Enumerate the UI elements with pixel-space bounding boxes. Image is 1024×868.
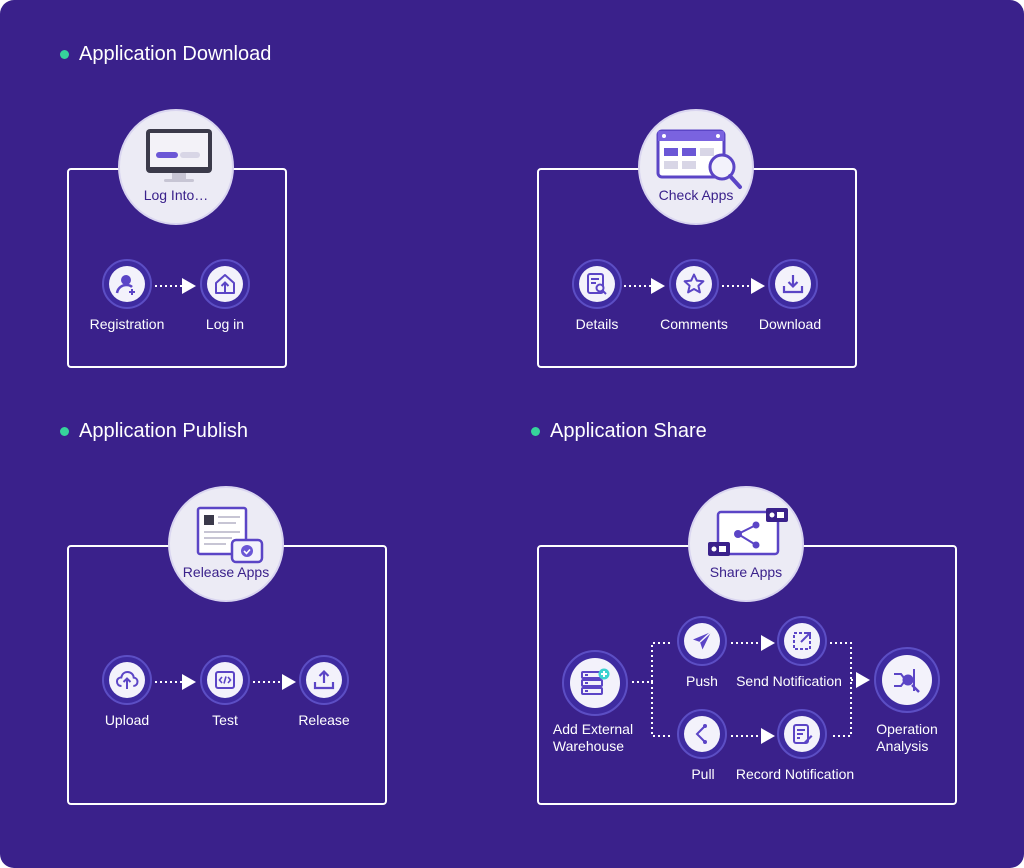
bullet-dot <box>531 427 540 436</box>
step-registration[interactable] <box>102 259 152 309</box>
step-test[interactable] <box>200 655 250 705</box>
home-upload-icon <box>215 274 235 294</box>
step-operation-analysis[interactable] <box>874 647 940 713</box>
branch-to-push <box>632 642 670 683</box>
label-add-external-warehouse: Add External Warehouse <box>553 721 633 755</box>
section-title-download: Application Download <box>60 43 272 66</box>
label-download: Download <box>758 316 822 332</box>
hub-label: Share Apps <box>709 564 783 580</box>
download-icon <box>782 275 804 294</box>
document-search-icon <box>587 273 607 295</box>
hub-label: Release Apps <box>182 564 270 580</box>
step-comments[interactable] <box>669 259 719 309</box>
section-title-text: Application Share <box>550 420 707 442</box>
bullet-dot <box>60 50 69 59</box>
add-user-icon <box>115 275 135 295</box>
section-title-share: Application Share <box>531 420 707 443</box>
step-download[interactable] <box>768 259 818 309</box>
label-line: Operation <box>876 721 938 737</box>
label-push: Push <box>686 673 718 689</box>
document-check-icon <box>196 506 264 564</box>
send-icon <box>693 631 712 650</box>
step-release[interactable] <box>299 655 349 705</box>
pull-icon <box>695 724 707 744</box>
step-details[interactable] <box>572 259 622 309</box>
label-record-notification: Record Notification <box>735 766 855 782</box>
label-registration: Registration <box>89 316 165 332</box>
analysis-icon <box>894 669 920 693</box>
bullet-dot <box>60 427 69 436</box>
label-test: Test <box>212 712 238 728</box>
step-send-notification[interactable] <box>777 616 827 666</box>
step-record-notification[interactable] <box>777 709 827 759</box>
label-line: Warehouse <box>552 738 624 754</box>
label-details: Details <box>575 316 619 332</box>
label-line: Add External <box>552 721 634 737</box>
hub-check-apps[interactable]: Check Apps <box>638 109 754 225</box>
hub-release-apps[interactable]: Release Apps <box>168 486 284 602</box>
merge-notifications <box>830 642 852 737</box>
share-screen-icon <box>708 508 788 556</box>
hub-share-apps[interactable]: Share Apps <box>688 486 804 602</box>
section-title-text: Application Publish <box>79 420 248 442</box>
star-icon <box>683 273 705 294</box>
section-title-text: Application Download <box>79 43 272 65</box>
server-add-icon <box>581 668 610 695</box>
external-link-icon <box>793 632 811 650</box>
upload-icon <box>313 669 335 690</box>
branch-to-pull <box>651 682 670 737</box>
step-push[interactable] <box>677 616 727 666</box>
hub-label: Check Apps <box>658 187 734 203</box>
label-operation-analysis: Operation Analysis <box>876 721 937 755</box>
label-release: Release <box>298 712 350 728</box>
label-comments: Comments <box>660 316 728 332</box>
code-window-icon <box>215 671 235 689</box>
label-login: Log in <box>205 316 245 332</box>
cloud-upload-icon <box>115 670 139 689</box>
label-send-notification: Send Notification <box>736 673 842 689</box>
label-line: Analysis <box>876 738 929 754</box>
monitor-icon <box>146 129 212 182</box>
hub-label: Log Into… <box>143 187 209 203</box>
hub-log-into[interactable]: Log Into… <box>118 109 234 225</box>
step-add-external-warehouse[interactable] <box>562 650 628 716</box>
record-edit-icon <box>793 724 813 744</box>
label-pull: Pull <box>691 766 715 782</box>
app-search-icon <box>656 129 742 189</box>
label-upload: Upload <box>104 712 150 728</box>
step-pull[interactable] <box>677 709 727 759</box>
step-login[interactable] <box>200 259 250 309</box>
section-title-publish: Application Publish <box>60 420 248 443</box>
step-upload[interactable] <box>102 655 152 705</box>
